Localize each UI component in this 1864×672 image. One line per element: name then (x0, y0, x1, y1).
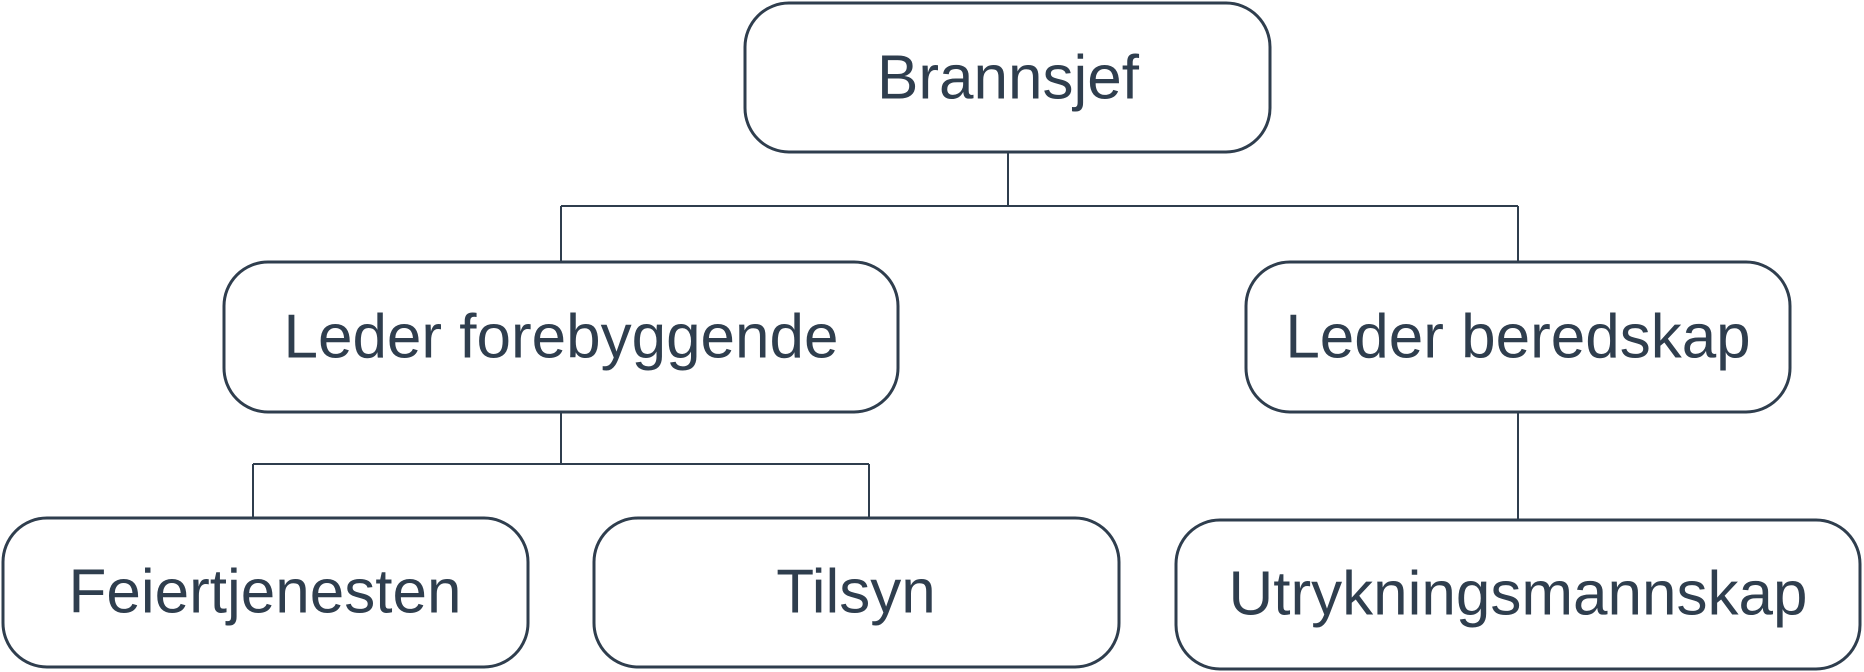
node-feiertjenesten-label: Feiertjenesten (69, 558, 462, 627)
node-feiertjenesten-box (1, 516, 530, 669)
node-feiertjenesten: Feiertjenesten (1, 516, 530, 669)
node-tilsyn: Tilsyn (592, 516, 1121, 669)
node-tilsyn-label: Tilsyn (776, 558, 936, 627)
node-utrykningsmannskap-box (1174, 518, 1862, 671)
node-brannsjef-box (743, 1, 1272, 154)
node-leder-forebyggende: Leder forebyggende (222, 260, 900, 414)
node-utrykningsmannskap: Utrykningsmannskap (1174, 518, 1862, 671)
node-leder-beredskap-box (1244, 260, 1792, 414)
connector-forebyggende-to-children (252, 412, 870, 518)
node-tilsyn-box (592, 516, 1121, 669)
node-brannsjef: Brannsjef (743, 1, 1272, 154)
node-brannsjef-label: Brannsjef (877, 44, 1140, 113)
node-leder-beredskap: Leder beredskap (1244, 260, 1792, 414)
node-leder-forebyggende-label: Leder forebyggende (283, 303, 838, 372)
node-leder-beredskap-label: Leder beredskap (1285, 303, 1750, 372)
connector-root-to-level2 (560, 152, 1519, 262)
node-utrykningsmannskap-label: Utrykningsmannskap (1229, 560, 1808, 629)
node-leder-forebyggende-box (222, 260, 900, 414)
connectors (252, 152, 1519, 520)
